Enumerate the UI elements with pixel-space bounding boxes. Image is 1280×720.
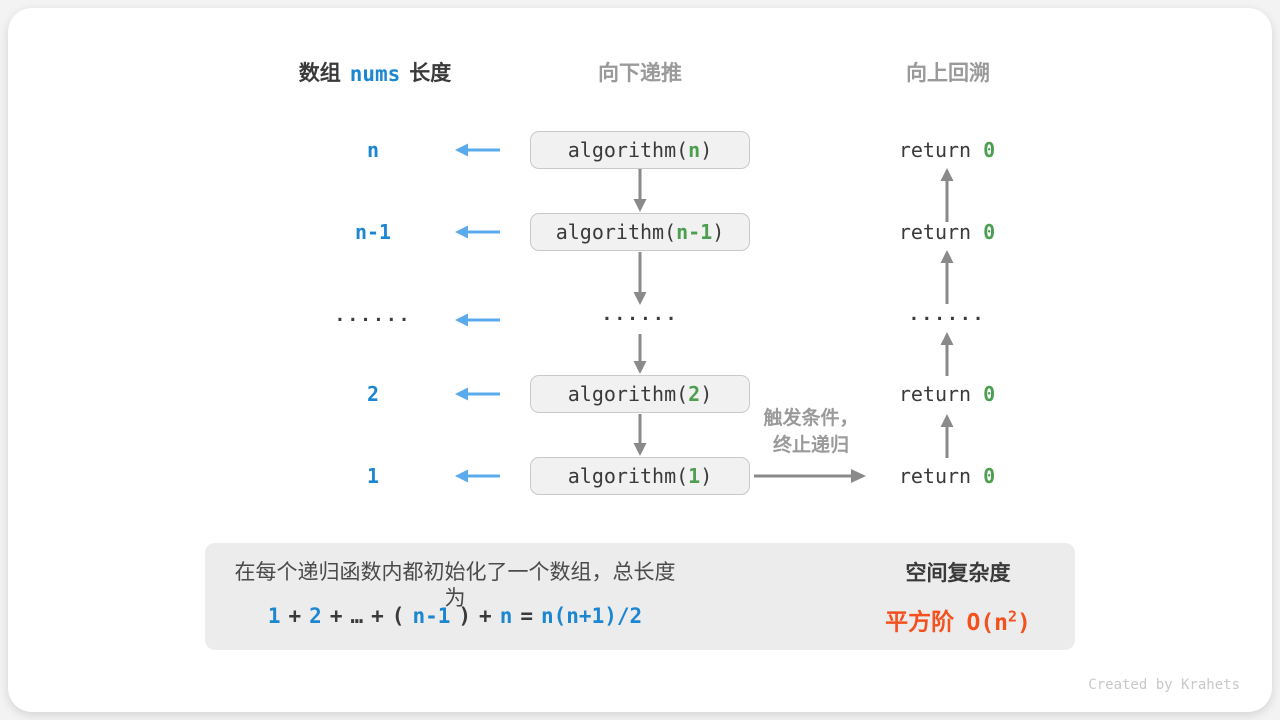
return-value: 0 xyxy=(983,464,996,488)
ellipsis-dots: ...... xyxy=(334,305,412,326)
code-arg: 1 xyxy=(688,464,701,488)
termination-annotation: 触发条件， 终止递归 xyxy=(745,405,877,459)
header-array-suffix: 长度 xyxy=(409,62,452,85)
header-recurse-down: 向下递推 xyxy=(598,62,682,85)
code-suffix: ) xyxy=(700,464,713,488)
return-keyword: return xyxy=(898,382,972,406)
formula-segment: n xyxy=(499,604,513,628)
code-arg: n xyxy=(688,138,701,162)
formula-segment: … xyxy=(350,604,364,628)
summary-formula: 1 +2 + … + ( n-1) + n = n(n+1)/2 xyxy=(225,602,685,630)
length-label-n: n xyxy=(366,138,380,162)
big-o-notation: O(n2) xyxy=(966,607,1031,636)
algorithm-2-box: algorithm(2) xyxy=(530,375,750,413)
space-complexity-value: 平方阶 O(n2) xyxy=(848,601,1068,636)
code-suffix: ) xyxy=(700,138,713,162)
code-prefix: algorithm( xyxy=(555,220,677,244)
algorithm-1-box: algorithm(1) xyxy=(530,457,750,495)
length-label-n-1: n-1 xyxy=(354,220,392,244)
formula-segment: + xyxy=(288,604,302,628)
formula-segment: n(n+1)/2 xyxy=(541,604,643,628)
formula-segment: n-1 xyxy=(412,604,451,628)
return-keyword: return xyxy=(898,220,972,244)
space-complexity-title: 空间复杂度 xyxy=(905,562,1011,585)
formula-segment: ( xyxy=(391,604,405,628)
formula-segment: + xyxy=(329,604,343,628)
header-array-length: 数组 nums 长度 xyxy=(250,60,500,88)
formula-segment: + xyxy=(371,604,384,628)
summary-text: 在每个递归函数内都初始化了一个数组，总长度为 xyxy=(234,561,676,610)
return-0-row-2: return 0 xyxy=(867,380,1027,408)
code-prefix: algorithm( xyxy=(567,138,689,162)
termination-line1: 触发条件， xyxy=(763,408,859,429)
return-keyword: return xyxy=(898,464,972,488)
code-suffix: ) xyxy=(712,220,725,244)
middle-ellipsis: ...... xyxy=(580,304,700,334)
ellipsis-dots: ...... xyxy=(601,304,679,325)
termination-line2: 终止递归 xyxy=(772,435,849,456)
length-label-1: 1 xyxy=(366,464,380,488)
formula-segment: 1 xyxy=(267,604,281,628)
right-ellipsis: ...... xyxy=(887,304,1007,334)
return-0-row-1: return 0 xyxy=(867,462,1027,490)
return-keyword: return xyxy=(898,138,972,162)
formula-segment: + xyxy=(479,604,492,628)
header-nums-code: nums xyxy=(349,62,401,86)
credit-text: Created by Krahets xyxy=(1088,677,1240,693)
return-value: 0 xyxy=(983,138,996,162)
length-label-2: 2 xyxy=(366,382,380,406)
return-value: 0 xyxy=(983,220,996,244)
code-arg: n-1 xyxy=(676,220,713,244)
formula-segment: ) xyxy=(458,604,472,628)
formula-segment: 2 xyxy=(309,604,322,628)
return-0-row-n-1: return 0 xyxy=(867,218,1027,246)
summary-box xyxy=(205,543,1075,650)
code-suffix: ) xyxy=(700,382,713,406)
complexity-order-label: 平方阶 xyxy=(885,608,955,635)
return-value: 0 xyxy=(983,382,996,406)
code-arg: 2 xyxy=(688,382,701,406)
header-backtrack-up: 向上回溯 xyxy=(906,62,990,85)
length-ellipsis: ...... xyxy=(313,305,433,334)
formula-segment: = xyxy=(520,604,533,628)
algorithm-n-1-box: algorithm(n-1) xyxy=(530,213,750,251)
code-prefix: algorithm( xyxy=(567,464,689,488)
ellipsis-dots: ...... xyxy=(908,304,986,325)
code-prefix: algorithm( xyxy=(567,382,689,406)
algorithm-n-box: algorithm(n) xyxy=(530,131,750,169)
return-0-row-n: return 0 xyxy=(867,136,1027,164)
header-array-prefix: 数组 xyxy=(298,62,341,85)
